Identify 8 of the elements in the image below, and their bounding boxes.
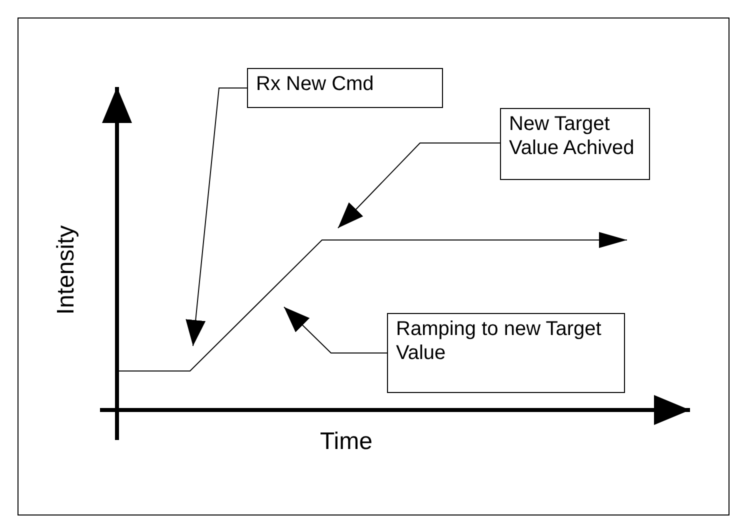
axis-title: Intensity xyxy=(52,225,80,315)
callout-box: Rx New Cmd xyxy=(247,68,443,108)
axis-title: Time xyxy=(320,428,372,456)
leader-line xyxy=(338,142,500,228)
leader-line xyxy=(186,88,248,346)
callout-box: Ramping to new Target Value xyxy=(387,313,625,393)
leader-line xyxy=(284,306,388,354)
callout-box: New Target Value Achived xyxy=(500,108,650,180)
